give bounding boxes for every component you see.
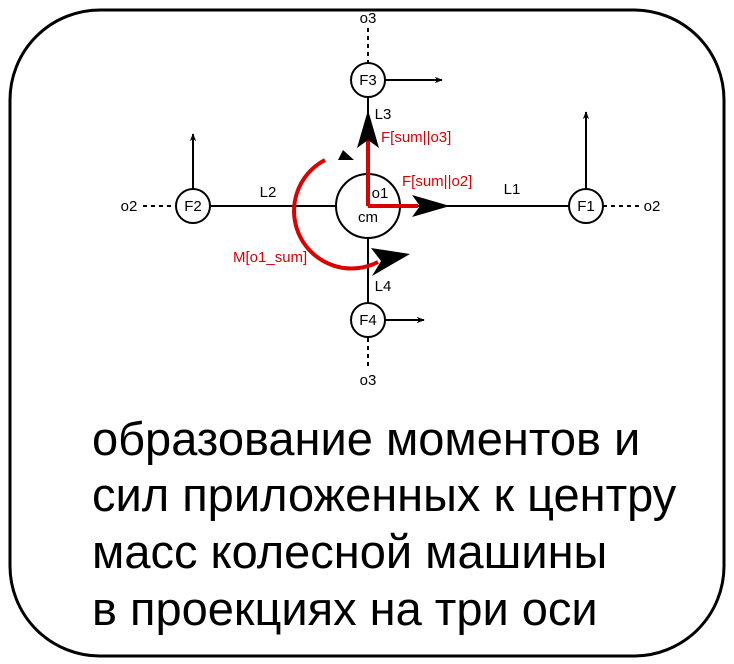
moment-arc-tail-arrowhead bbox=[338, 150, 354, 160]
vector-sum-o3-arrowhead bbox=[357, 110, 379, 148]
label-o2-right: o2 bbox=[644, 198, 661, 215]
outer-frame bbox=[8, 8, 726, 658]
node-f3 bbox=[350, 62, 386, 98]
node-f4 bbox=[350, 302, 386, 338]
label-vector-sum-o3: F[sum||o3] bbox=[381, 129, 451, 146]
caption-line-3: масс колесной машины bbox=[92, 525, 607, 578]
label-l1: L1 bbox=[504, 181, 521, 198]
label-l4: L4 bbox=[375, 278, 392, 295]
label-f1: F1 bbox=[577, 198, 595, 215]
moment-arc bbox=[292, 158, 379, 271]
label-f2: F2 bbox=[184, 198, 202, 215]
label-l2: L2 bbox=[260, 184, 277, 201]
vector-sum-o2-arrowhead bbox=[412, 195, 450, 217]
label-f4: F4 bbox=[359, 312, 377, 329]
label-vector-sum-o2: F[sum||o2] bbox=[402, 173, 472, 190]
label-center-cm: cm bbox=[358, 209, 378, 226]
label-f3: F3 bbox=[359, 72, 377, 89]
label-o3-bottom: o3 bbox=[360, 372, 377, 389]
node-f1 bbox=[568, 188, 604, 224]
caption-line-4: в проекциях на три оси bbox=[92, 582, 598, 635]
caption-line-2: сил приложенных к центру bbox=[92, 468, 677, 521]
label-o3-top: o3 bbox=[360, 10, 377, 27]
label-center-o1: o1 bbox=[372, 185, 389, 202]
node-f2 bbox=[175, 188, 211, 224]
label-moment: M[o1_sum] bbox=[233, 249, 307, 266]
caption-line-1: образование моментов и bbox=[92, 412, 640, 465]
label-o2-left: o2 bbox=[121, 198, 138, 215]
moment-arrowhead bbox=[371, 248, 410, 276]
label-l3: L3 bbox=[375, 106, 392, 123]
